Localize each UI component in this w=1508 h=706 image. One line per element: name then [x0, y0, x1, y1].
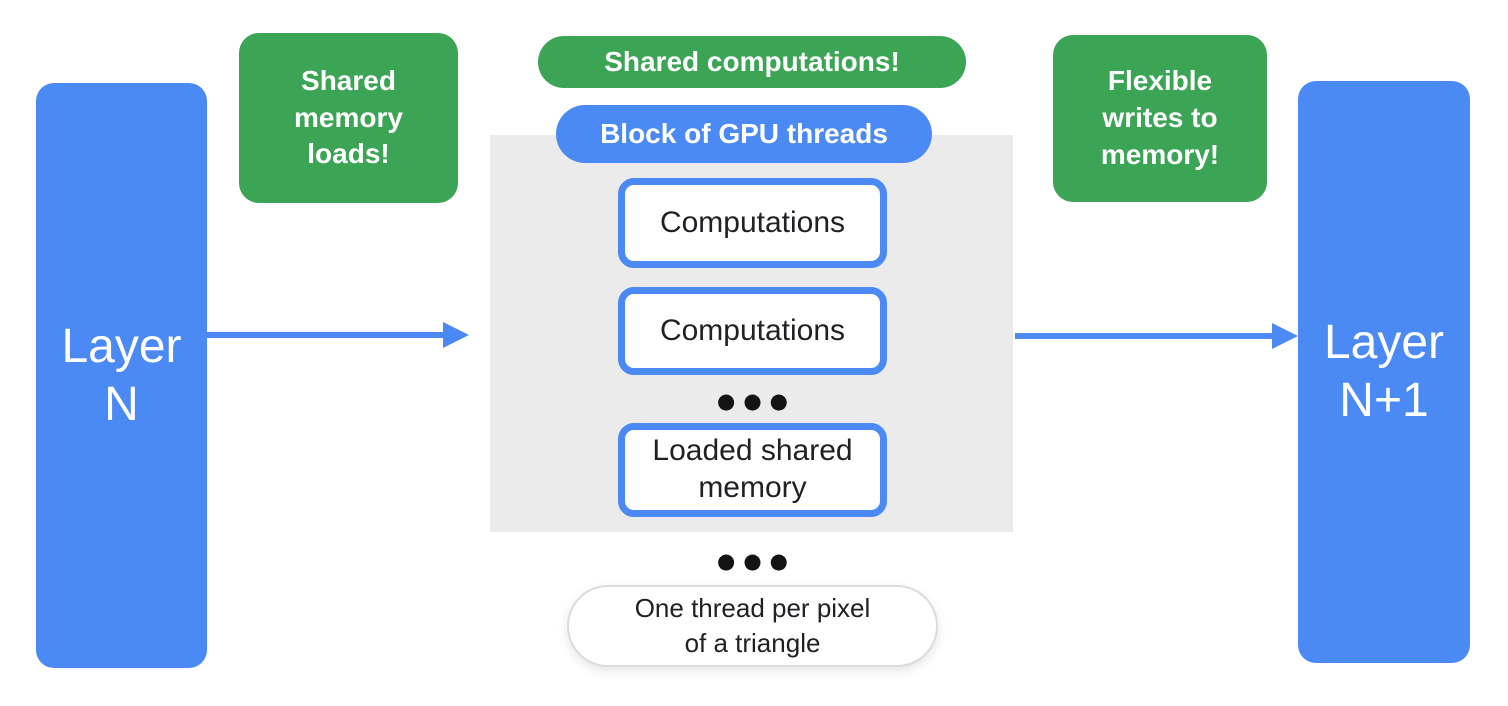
note-flexible-writes: Flexible writes to memory! [1053, 35, 1267, 202]
note-flexible-writes-label: Flexible writes to memory! [1100, 65, 1220, 170]
note-shared-computations: Shared computations! [538, 36, 966, 88]
arrow-layer-n-to-block-head-icon [443, 322, 469, 348]
gpu-block-header-label: Block of GPU threads [600, 118, 888, 149]
layer-n-box: Layer N [36, 83, 207, 668]
note-shared-memory-loads: Shared memory loads! [239, 33, 458, 203]
layer-n1-label: Layer N+1 [1323, 316, 1445, 427]
loaded-shared-memory-box: Loaded shared memory [618, 423, 887, 517]
ellipsis-dots-icon-below-block: ●●● [618, 551, 887, 572]
gpu-block-header: Block of GPU threads [556, 105, 932, 163]
computations-box-1: Computations [618, 178, 887, 268]
loaded-shared-memory-label: Loaded shared memory [652, 434, 853, 504]
computations-box-2: Computations [618, 287, 887, 375]
note-shared-computations-label: Shared computations! [604, 46, 900, 77]
layer-n1-box: Layer N+1 [1298, 81, 1470, 663]
footnote-pill: One thread per pixel of a triangle [567, 585, 938, 667]
computations-box-2-label: Computations [659, 313, 846, 347]
ellipsis-dots-glyphs: ●●● [717, 389, 796, 413]
arrow-layer-n-to-block-line [207, 332, 443, 338]
ellipsis-dots-glyphs-2: ●●● [717, 549, 796, 573]
footnote-label: One thread per pixel of a triangle [634, 592, 871, 658]
ellipsis-dots-icon: ●●● [618, 391, 887, 412]
computations-box-1-label: Computations [659, 205, 846, 239]
arrow-block-to-layer-n1-line [1015, 333, 1272, 339]
arrow-block-to-layer-n1-head-icon [1272, 323, 1298, 349]
note-shared-memory-loads-label: Shared memory loads! [294, 64, 403, 170]
layer-n-label: Layer N [61, 319, 182, 431]
